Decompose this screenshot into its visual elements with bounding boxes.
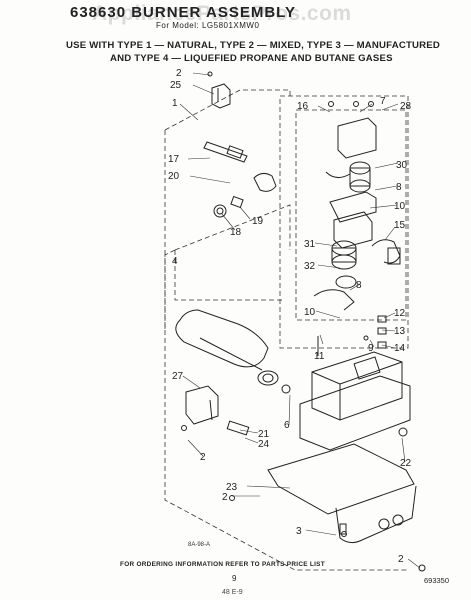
callout: 8 — [396, 182, 402, 193]
callout: 23 — [226, 482, 238, 493]
callout: 9 — [368, 343, 374, 354]
callout: 22 — [400, 458, 412, 469]
model-subtitle: For Model: LG5801XMW0 — [156, 21, 260, 30]
callout: 2 — [200, 452, 206, 463]
bottom-mark: 48 E-9 — [222, 589, 243, 596]
ordering-note: FOR ORDERING INFORMATION REFER TO PARTS … — [120, 561, 325, 568]
callout: 18 — [230, 227, 242, 238]
assembly-outline — [164, 89, 409, 571]
callout: 31 — [304, 239, 316, 250]
page-code: 693350 — [424, 576, 450, 585]
callout: 6 — [284, 420, 290, 431]
callout: 30 — [396, 160, 408, 171]
callout: 32 — [304, 261, 316, 272]
gas-type-line-1: USE WITH TYPE 1 — NATURAL, TYPE 2 — MIXE… — [66, 40, 441, 51]
callout: 12 — [394, 308, 406, 319]
callout: 14 — [394, 343, 406, 354]
callout: 16 — [297, 101, 309, 112]
watermark: AppliancePartsPros.com — [92, 2, 352, 25]
valve-group-box — [279, 95, 409, 349]
callout: 24 — [258, 439, 270, 450]
leader-lines — [179, 72, 421, 569]
callout: 19 — [252, 216, 264, 227]
gas-type-line-2: AND TYPE 4 — LIQUEFIED PROPANE AND BUTAN… — [110, 53, 393, 64]
callout: 20 — [168, 171, 180, 182]
page-number: 9 — [232, 574, 237, 583]
callout: 8 — [356, 280, 362, 291]
callout: 17 — [168, 154, 180, 165]
callout: 11 — [314, 351, 325, 362]
parts-art — [175, 71, 426, 572]
callout: 25 — [170, 80, 182, 91]
callout: 28 — [400, 101, 412, 112]
callout: 13 — [394, 326, 406, 337]
callout: 27 — [172, 371, 184, 382]
callout-numbers: 2 25 1 17 20 19 18 4 27 2 21 24 6 22 23 … — [168, 68, 412, 565]
callout: 2 — [176, 68, 182, 79]
callout: 1 — [172, 98, 178, 109]
callout: 21 — [258, 429, 270, 440]
callout: 2 — [222, 492, 228, 503]
callout: 15 — [394, 220, 406, 231]
callout: 2 — [398, 554, 404, 565]
callout: 10 — [304, 307, 316, 318]
figure-reference: 8A-98-A — [188, 542, 211, 548]
callout: 3 — [296, 526, 302, 537]
callout: 7 — [380, 96, 386, 107]
page-title: 638630 BURNER ASSEMBLY — [70, 4, 296, 21]
callout: 10 — [394, 201, 406, 212]
callout: 4 — [172, 256, 178, 267]
